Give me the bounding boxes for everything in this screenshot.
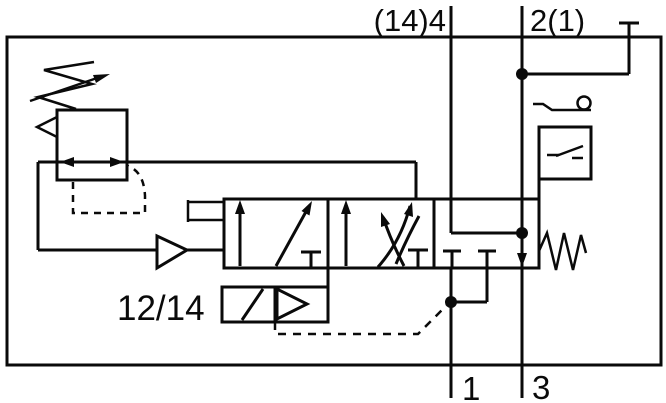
junction-dot (516, 227, 528, 239)
label-pilot-12-14: 12/14 (117, 289, 205, 328)
valve-position-2 (341, 200, 428, 268)
junction-dot (516, 68, 528, 80)
solenoid-pilot-dashed-line (273, 304, 448, 336)
label-port-1: 1 (462, 370, 480, 403)
label-port-2-1: 2(1) (530, 3, 585, 38)
solenoid-pilot-valve (220, 268, 448, 336)
regulator-box (55, 108, 129, 182)
flow-arrow-up-icon (235, 200, 245, 214)
electrical-output-line (516, 21, 639, 80)
bottom-ports (445, 269, 487, 398)
label-port-14-4: (14)4 (374, 3, 446, 38)
component-enclosure-border (5, 35, 663, 367)
plunger-bracket-icon (186, 200, 224, 222)
label-port-3: 3 (532, 369, 550, 403)
throttle-cross-line-icon (394, 215, 421, 265)
electrical-contact-icon (547, 144, 584, 160)
main-valve (186, 197, 588, 302)
pressure-switch-box (537, 125, 593, 181)
return-spring-icon (537, 229, 588, 271)
roller-switch-icon (533, 95, 592, 112)
valve-body (222, 197, 541, 270)
flow-arrow-diagonal-icon (301, 201, 312, 216)
solenoid-coil-slash-icon (240, 288, 265, 321)
arrow-right-icon (110, 157, 124, 167)
valve-position-1 (235, 200, 321, 268)
valve-position-3 (443, 227, 528, 302)
pilot-amplifier (38, 233, 224, 271)
amplifier-triangle-icon (155, 233, 191, 271)
pressure-switch (533, 95, 593, 199)
flow-arrow-up-icon (341, 200, 351, 214)
arrow-left-icon (60, 157, 74, 167)
pilot-triangle-icon (34, 114, 59, 140)
adjustable-spring-icon (29, 60, 110, 111)
pressure-regulator (29, 60, 418, 250)
flow-arrow-down-icon (517, 253, 527, 267)
regulator-pilot-dashed-line (71, 164, 147, 215)
pilot-triangle-icon (275, 286, 311, 322)
